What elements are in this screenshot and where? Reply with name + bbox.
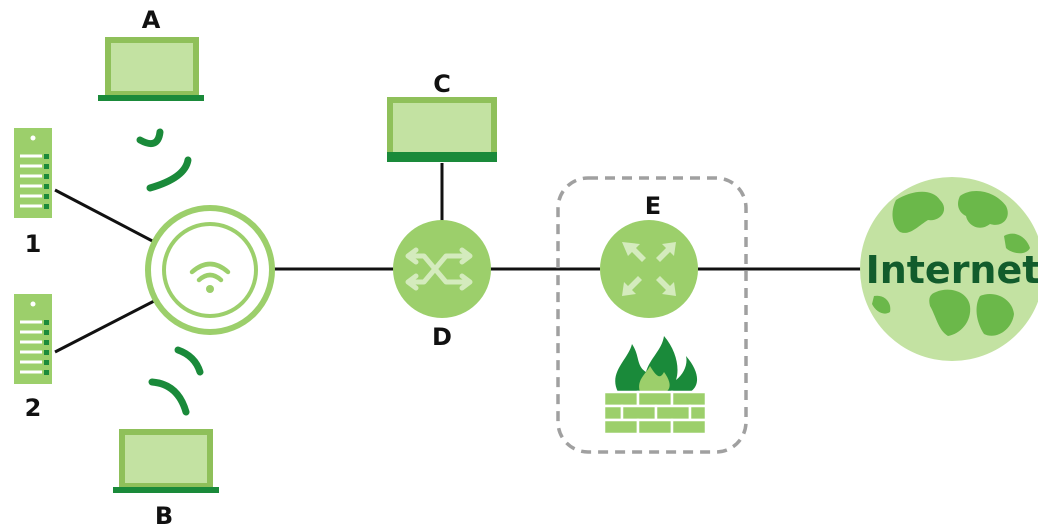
wifi-signal-icon xyxy=(136,128,192,192)
server-2-led xyxy=(30,301,36,307)
wifi-signal-lower-large xyxy=(148,378,190,416)
laptop-b-screen xyxy=(119,429,213,489)
monitor-icon xyxy=(387,97,497,162)
server-1-body xyxy=(14,128,52,218)
link-server2-ap xyxy=(54,296,161,354)
wifi-signal-lower-small xyxy=(174,346,204,376)
access-point-dot xyxy=(206,285,214,293)
switch-d-body xyxy=(393,220,491,318)
link-server1-ap xyxy=(54,188,161,247)
switch-d-label: D xyxy=(432,323,452,351)
firewall-icon xyxy=(602,336,708,436)
firewall-flame-inner xyxy=(639,366,670,392)
globe-continents xyxy=(872,191,1030,336)
laptop-a-screen xyxy=(105,37,199,97)
router-e-label: E xyxy=(645,192,661,220)
internet-label: Internet xyxy=(866,248,1038,292)
laptop-b xyxy=(113,429,219,493)
server-1-led xyxy=(30,135,36,141)
laptop-b-base xyxy=(113,487,219,493)
security-zone-box xyxy=(556,176,748,454)
laptop-b-label: B xyxy=(155,502,173,529)
switch-icon xyxy=(393,220,491,318)
laptop-a-label: A xyxy=(142,6,161,34)
server-1 xyxy=(14,128,52,218)
server-2-label: 2 xyxy=(25,394,42,422)
computer-c-screen xyxy=(387,97,497,159)
server-1-label: 1 xyxy=(25,230,42,258)
firewall-bricks xyxy=(602,390,708,436)
server-2 xyxy=(14,294,52,384)
firewall-flame-outer xyxy=(615,336,698,392)
globe-icon xyxy=(860,177,1038,361)
wifi-access-point-icon xyxy=(145,205,275,335)
access-point-inner-ring xyxy=(162,222,258,318)
wifi-signal-icon xyxy=(148,346,204,416)
wifi-signal-upper-large xyxy=(146,156,192,192)
connection-lines xyxy=(54,163,872,354)
wifi-signal-upper-small xyxy=(136,128,164,148)
server-2-body xyxy=(14,294,52,384)
computer-c-label: C xyxy=(433,70,451,98)
computer-c-stand xyxy=(387,152,497,162)
router-icon xyxy=(600,220,698,318)
laptop-a xyxy=(98,37,204,101)
router-e-body xyxy=(600,220,698,318)
laptop-a-base xyxy=(98,95,204,101)
